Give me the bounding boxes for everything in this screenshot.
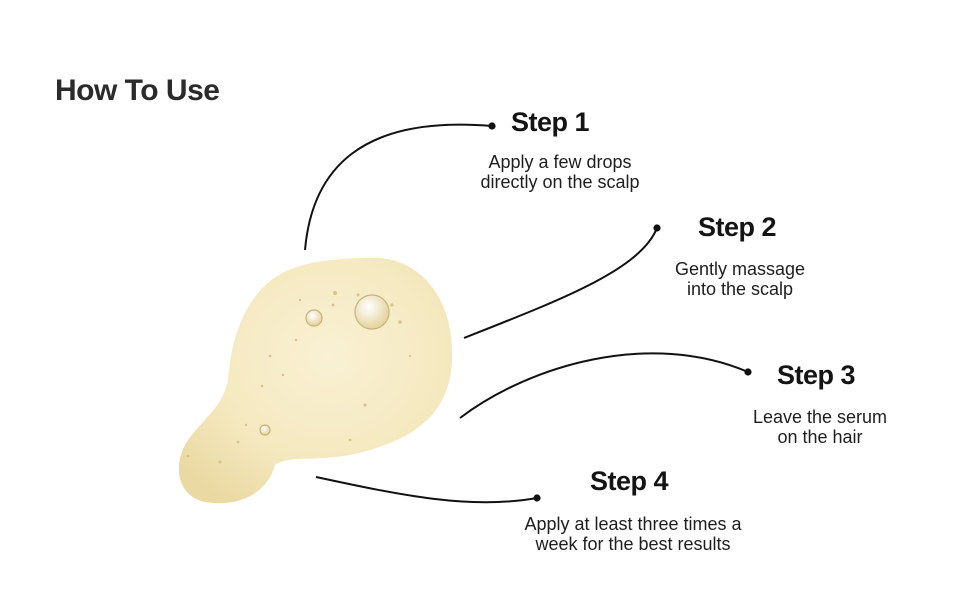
connector-lines — [304, 123, 749, 504]
connector-step-1 — [304, 123, 493, 251]
serum-drop — [178, 257, 453, 504]
connector-dots — [488, 122, 752, 502]
connector-step-3 — [459, 352, 749, 419]
bubbles — [259, 294, 390, 436]
step-3-desc: Leave the serum on the hair — [752, 407, 888, 447]
page-title: How To Use — [55, 74, 220, 107]
step-1-title: Step 1 — [511, 107, 590, 137]
step-4-title: Step 4 — [590, 466, 669, 496]
step-1-desc: Apply a few drops directly on the scalp — [480, 152, 640, 192]
micro-bubbles — [186, 291, 412, 464]
connector-step-2 — [463, 227, 658, 339]
connector-step-4 — [315, 476, 538, 504]
step-2-title: Step 2 — [698, 212, 777, 242]
step-2-desc: Gently massage into the scalp — [674, 259, 806, 299]
step-4-desc: Apply at least three times a week for th… — [524, 514, 742, 554]
step-3-title: Step 3 — [777, 360, 856, 390]
